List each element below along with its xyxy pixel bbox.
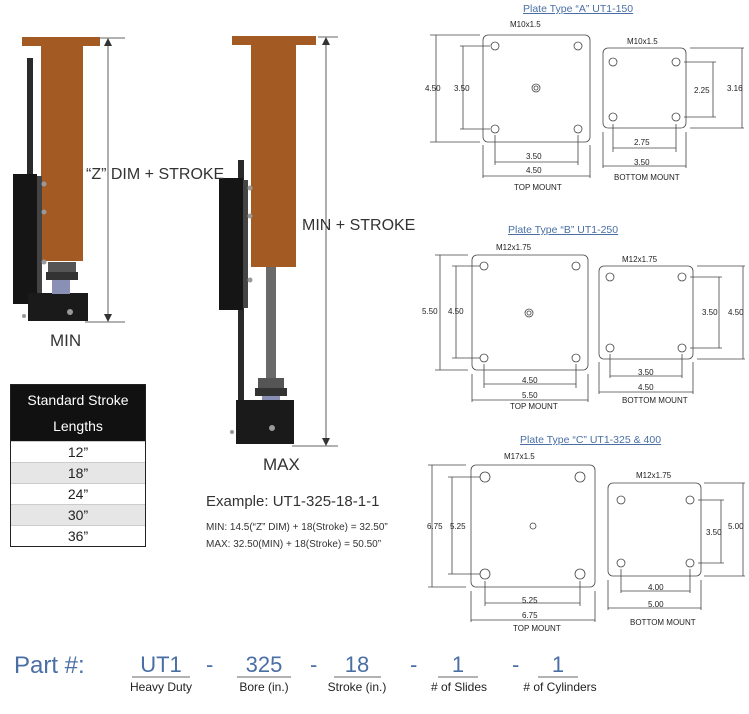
example-min-line: MIN: 14.5(“Z” DIM) + 18(Stroke) = 32.50” xyxy=(206,522,388,533)
min-stroke-label: MIN + STROKE xyxy=(302,217,416,234)
plate-a-top-w-inner: 3.50 xyxy=(526,152,542,161)
plate-b-bot-w-outer: 4.50 xyxy=(638,383,654,392)
part-desc-stroke: Stroke (in.) xyxy=(327,680,387,694)
table-row: 36” xyxy=(11,525,145,546)
table-row: 12” xyxy=(11,441,145,462)
min-bracket xyxy=(13,174,37,304)
actuator-max xyxy=(219,36,338,447)
plate-b-bottom-thread: M12x1.75 xyxy=(622,255,658,264)
plate-a-top-thread: M10x1.5 xyxy=(510,20,541,29)
plate-c-top-label: TOP MOUNT xyxy=(513,624,561,633)
plate-c-bottom-label: BOTTOM MOUNT xyxy=(630,618,696,627)
plate-c-top-h-inner: 5.25 xyxy=(450,522,466,531)
plate-a-bot-h-inner: 2.25 xyxy=(694,86,710,95)
plate-c-bot-h-outer: 5.00 xyxy=(728,522,744,531)
actuator-min xyxy=(13,37,125,323)
part-code-bore: 325 xyxy=(245,652,283,677)
plate-b-drawing xyxy=(435,254,745,402)
plate-b-top-h-outer: 5.50 xyxy=(422,307,438,316)
part-code-slides: 1 xyxy=(451,652,465,677)
plate-a-drawing xyxy=(430,34,744,178)
part-desc-series: Heavy Duty xyxy=(129,680,193,694)
plate-c-top-w-inner: 5.25 xyxy=(522,596,538,605)
z-dim-stroke-label: “Z” DIM + STROKE xyxy=(86,166,225,183)
plate-a-title: Plate Type “A” UT1-150 xyxy=(523,3,634,15)
plate-b-top-w-inner: 4.50 xyxy=(522,376,538,385)
plate-c-bot-h-inner: 3.50 xyxy=(706,528,722,537)
plate-c-bottom-thread: M12x1.75 xyxy=(636,471,672,480)
plate-b-bottom-label: BOTTOM MOUNT xyxy=(622,396,688,405)
example-title: Example: UT1-325-18-1-1 xyxy=(206,493,380,510)
min-top-plate xyxy=(22,37,100,46)
plate-a-bot-w-inner: 2.75 xyxy=(634,138,650,147)
part-dash: - xyxy=(206,652,214,677)
table-row: 18” xyxy=(11,462,145,483)
max-top-plate xyxy=(232,36,316,45)
plate-b-bot-h-outer: 4.50 xyxy=(728,308,744,317)
plate-b-top-label: TOP MOUNT xyxy=(510,402,558,411)
max-foot xyxy=(236,400,294,444)
part-dash: - xyxy=(512,652,520,677)
table-row: 24” xyxy=(11,483,145,504)
plate-c-bot-w-outer: 5.00 xyxy=(648,600,664,609)
plate-b-bot-h-inner: 3.50 xyxy=(702,308,718,317)
plate-c-top-thread: M17x1.5 xyxy=(504,452,535,461)
plate-a-top-h-inner: 3.50 xyxy=(454,84,470,93)
max-body xyxy=(251,45,296,267)
example-max-line: MAX: 32.50(MIN) + 18(Stroke) = 50.50” xyxy=(206,539,382,550)
plate-a-bottom-label: BOTTOM MOUNT xyxy=(614,173,680,182)
plate-b-top-h-inner: 4.50 xyxy=(448,307,464,316)
plate-a-bottom-thread: M10x1.5 xyxy=(627,37,658,46)
plate-a-top-h-outer: 4.50 xyxy=(425,84,441,93)
stroke-table-title: Standard Stroke Lengths xyxy=(11,385,145,441)
part-dash: - xyxy=(410,652,418,677)
part-code-series: UT1 xyxy=(140,652,182,677)
plate-a-bot-w-outer: 3.50 xyxy=(634,158,650,167)
plate-b-top-w-outer: 5.50 xyxy=(522,391,538,400)
plate-c-bot-w-inner: 4.00 xyxy=(648,583,664,592)
part-number-label: Part #: xyxy=(14,652,85,679)
plate-a-top-label: TOP MOUNT xyxy=(514,183,562,192)
part-desc-cylinders: # of Cylinders xyxy=(523,680,597,694)
part-dash: - xyxy=(310,652,318,677)
plate-b-title: Plate Type “B” UT1-250 xyxy=(508,224,619,236)
min-label: MIN xyxy=(50,331,82,350)
part-code-cylinders: 1 xyxy=(551,652,565,677)
max-label: MAX xyxy=(263,455,300,474)
plate-c-top-w-outer: 6.75 xyxy=(522,611,538,620)
plate-c-top-h-outer: 6.75 xyxy=(427,522,443,531)
max-rod xyxy=(266,267,276,379)
min-body xyxy=(41,46,83,261)
stroke-lengths-table: Standard Stroke Lengths 12” 18” 24” 30” … xyxy=(10,384,146,547)
plate-a-bot-h-outer: 3.16 xyxy=(727,84,743,93)
part-desc-bore: Bore (in.) xyxy=(239,680,289,694)
plate-b-bot-w-inner: 3.50 xyxy=(638,368,654,377)
part-desc-slides: # of Slides xyxy=(430,680,488,694)
min-foot xyxy=(28,293,88,321)
table-row: 30” xyxy=(11,504,145,525)
max-bracket xyxy=(219,178,243,310)
part-code-stroke: 18 xyxy=(344,652,370,677)
plate-a-top-w-outer: 4.50 xyxy=(526,166,542,175)
plate-c-drawing xyxy=(428,464,745,622)
plate-c-title: Plate Type “C” UT1-325 & 400 xyxy=(520,434,662,446)
plate-b-top-thread: M12x1.75 xyxy=(496,243,532,252)
